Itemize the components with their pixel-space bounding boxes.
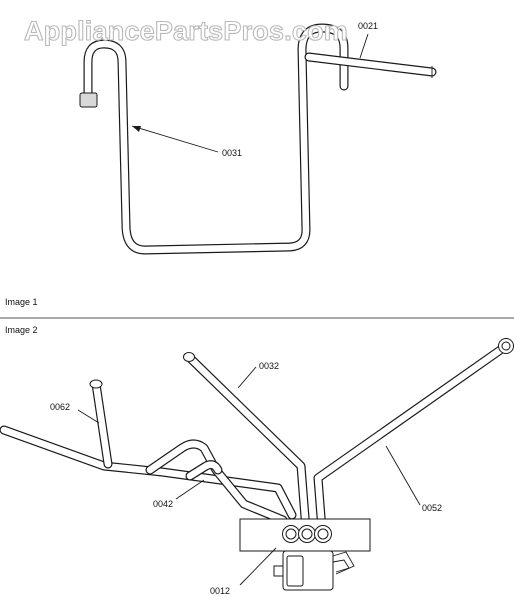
image2-tube-0042 bbox=[145, 439, 288, 525]
callout-0012: 0012 bbox=[210, 547, 277, 596]
image2-tube-0052 bbox=[313, 338, 514, 535]
callout-label-0021: 0021 bbox=[358, 21, 378, 31]
callout-label-0062: 0062 bbox=[50, 402, 70, 412]
callout-label-0031: 0031 bbox=[222, 148, 242, 158]
image2-tube-0032 bbox=[183, 352, 311, 535]
callout-label-0032: 0032 bbox=[259, 361, 279, 371]
callout-0042: 0042 bbox=[153, 479, 205, 509]
callout-0021: 0021 bbox=[358, 21, 378, 59]
image1-tube-0031 bbox=[79, 23, 349, 255]
callout-0032: 0032 bbox=[237, 361, 279, 389]
callout-label-0012: 0012 bbox=[210, 586, 230, 596]
callout-label-0042: 0042 bbox=[153, 499, 173, 509]
callout-0052: 0052 bbox=[385, 445, 442, 513]
image2-valve-body bbox=[273, 550, 355, 591]
callout-label-0052: 0052 bbox=[422, 503, 442, 513]
section-label-image2: Image 2 bbox=[5, 325, 38, 335]
callout-0031: 0031 bbox=[131, 125, 242, 158]
watermark: AppliancePartsPros.com bbox=[24, 16, 348, 46]
image1-tube-0021 bbox=[304, 52, 437, 78]
image2-tube-0062 bbox=[0, 379, 297, 520]
section-label-image1: Image 1 bbox=[5, 297, 38, 307]
image2-bracket-0012 bbox=[239, 518, 371, 552]
callout-0062: 0062 bbox=[50, 402, 100, 424]
